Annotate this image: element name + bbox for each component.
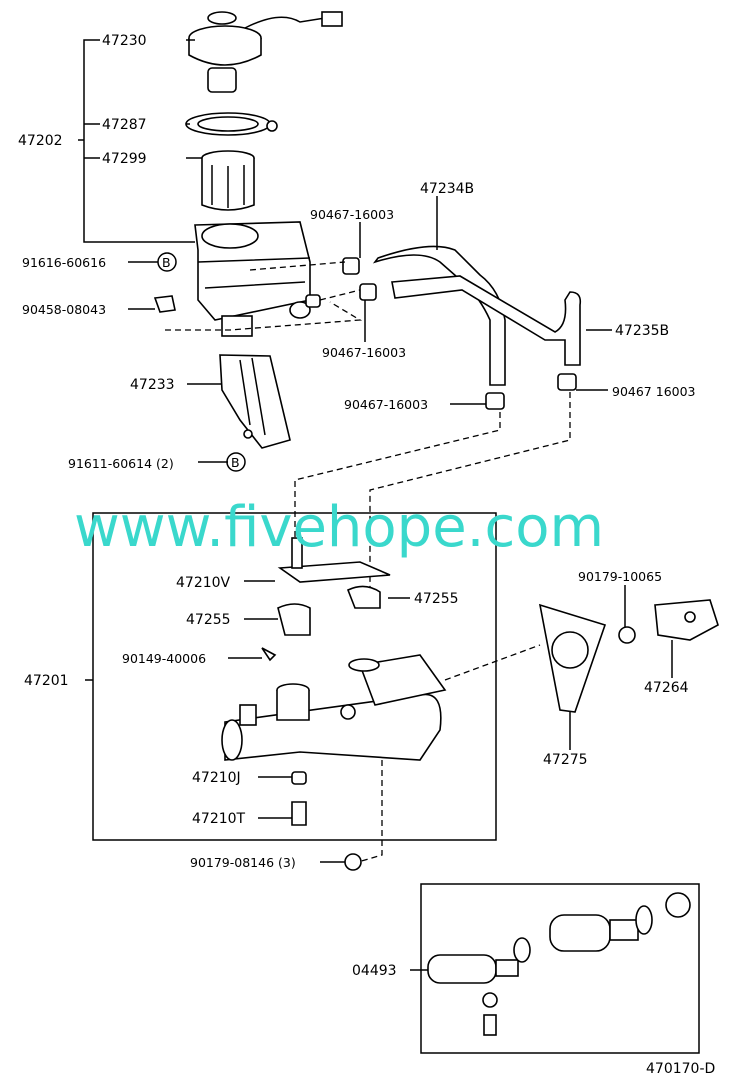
label-91611-60614: 91611-60614 (2) [68,456,174,471]
nut-90179-08146 [344,853,362,871]
label-47275: 47275 [543,752,588,768]
label-47210T: 47210T [192,811,246,827]
svg-text:B: B [231,455,240,470]
label-47235B: 47235B [615,323,669,339]
nut-90179 [618,626,636,644]
marker-b-1: B [157,252,177,272]
label-47299: 47299 [102,151,147,167]
clip-90458 [153,295,176,313]
leader-lines [85,39,673,971]
label-47210V: 47210V [176,575,231,591]
label-90149-40006: 90149-40006 [122,651,206,666]
gasket-47275 [538,603,607,713]
repair-kit-parts [427,892,691,1036]
gasket-47287 [185,112,278,136]
svg-text:B: B [162,255,171,270]
label-47233: 47233 [130,377,175,393]
master-cylinder [221,537,447,826]
label-47264: 47264 [644,680,689,696]
hose-47235B [391,275,582,366]
hose-clips [342,257,577,410]
reservoir-cap [188,11,343,93]
label-47287: 47287 [102,117,147,133]
label-90458-08043: 90458-08043 [22,302,106,317]
label-04493: 04493 [352,963,397,979]
label-90179-08146: 90179-08146 (3) [190,855,296,870]
bracket-47264 [654,599,719,641]
label-47201: 47201 [24,673,69,689]
hose-47234B [372,245,506,386]
bracket-47233 [219,354,291,449]
label-47230: 47230 [102,33,147,49]
label-90467-16003-a: 90467-16003 [310,207,394,222]
label-47202: 47202 [18,133,63,149]
figure-code: 470170-D [646,1061,715,1077]
label-47255-a: 47255 [186,612,231,628]
group-bracket-47202 [78,39,195,243]
repair-kit-box-04493 [420,883,700,1054]
reservoir-tank [194,221,321,337]
label-90467-16003-d: 90467 16003 [612,384,696,399]
watermark: www.fivehope.com [74,495,604,560]
label-91616-60616: 91616-60616 [22,255,106,270]
assembly-box-47201 [92,512,497,841]
label-47234B: 47234B [420,181,474,197]
strainer-47299 [201,150,255,211]
dashed-connection-lines [165,261,571,863]
label-47210J: 47210J [192,770,241,786]
marker-b-2: B [226,452,246,472]
label-90179-10065: 90179-10065 [578,569,662,584]
label-90467-16003-b: 90467-16003 [322,345,406,360]
label-47255-b: 47255 [414,591,459,607]
label-90467-16003-c: 90467-16003 [344,397,428,412]
